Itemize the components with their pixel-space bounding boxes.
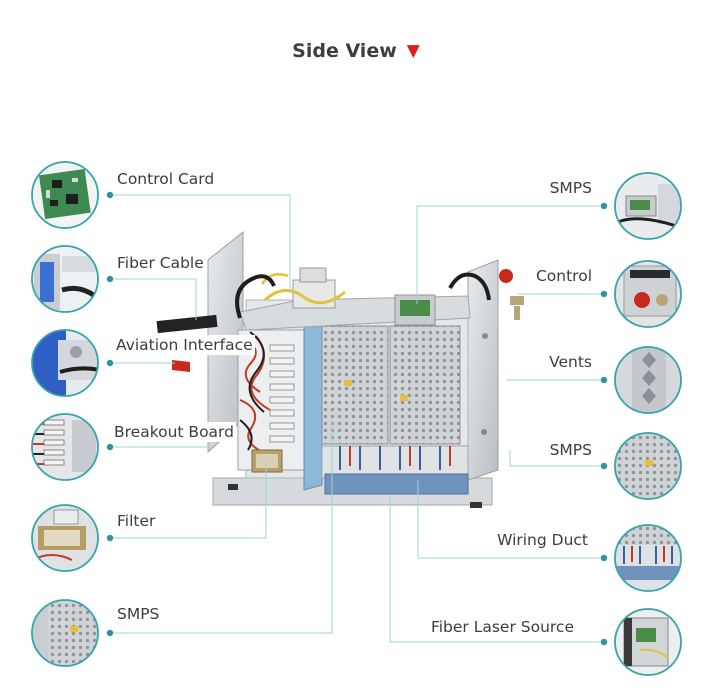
filter-thumbnail	[31, 504, 99, 572]
page-title-text: Side View	[292, 40, 397, 62]
label-smps-left: SMPS	[117, 605, 160, 623]
label-control: Control	[535, 267, 592, 285]
wiring-duct-thumbnail	[614, 524, 682, 592]
fiber-cable-thumbnail	[31, 245, 99, 313]
smps-thumbnail	[31, 599, 99, 667]
label-smps-right: SMPS	[549, 441, 592, 459]
control-thumbnail	[614, 260, 682, 328]
label-wiring-duct: Wiring Duct	[497, 531, 588, 549]
smps-thumbnail	[614, 172, 682, 240]
laser-machine-illustration	[156, 230, 524, 508]
label-fiber-laser-source: Fiber Laser Source	[430, 618, 574, 636]
breakout-board-thumbnail	[31, 413, 99, 481]
page-title: Side View ▼	[0, 40, 712, 62]
label-breakout-board: Breakout Board	[112, 422, 236, 442]
label-aviation-interface: Aviation Interface	[114, 335, 255, 355]
red-down-triangle-icon: ▼	[406, 41, 420, 61]
fiber-laser-source-thumbnail	[614, 608, 682, 676]
label-vents: Vents	[549, 353, 592, 371]
label-smps-right-top: SMPS	[549, 179, 592, 197]
leader-lines	[110, 194, 604, 643]
aviation-interface-thumbnail	[31, 329, 99, 397]
label-filter: Filter	[117, 512, 156, 530]
label-fiber-cable: Fiber Cable	[117, 254, 204, 272]
smps-thumbnail	[614, 432, 682, 500]
leader-dots	[106, 191, 608, 646]
vents-thumbnail	[614, 346, 682, 414]
label-control-card: Control Card	[117, 170, 215, 188]
control-card-thumbnail	[31, 161, 99, 229]
